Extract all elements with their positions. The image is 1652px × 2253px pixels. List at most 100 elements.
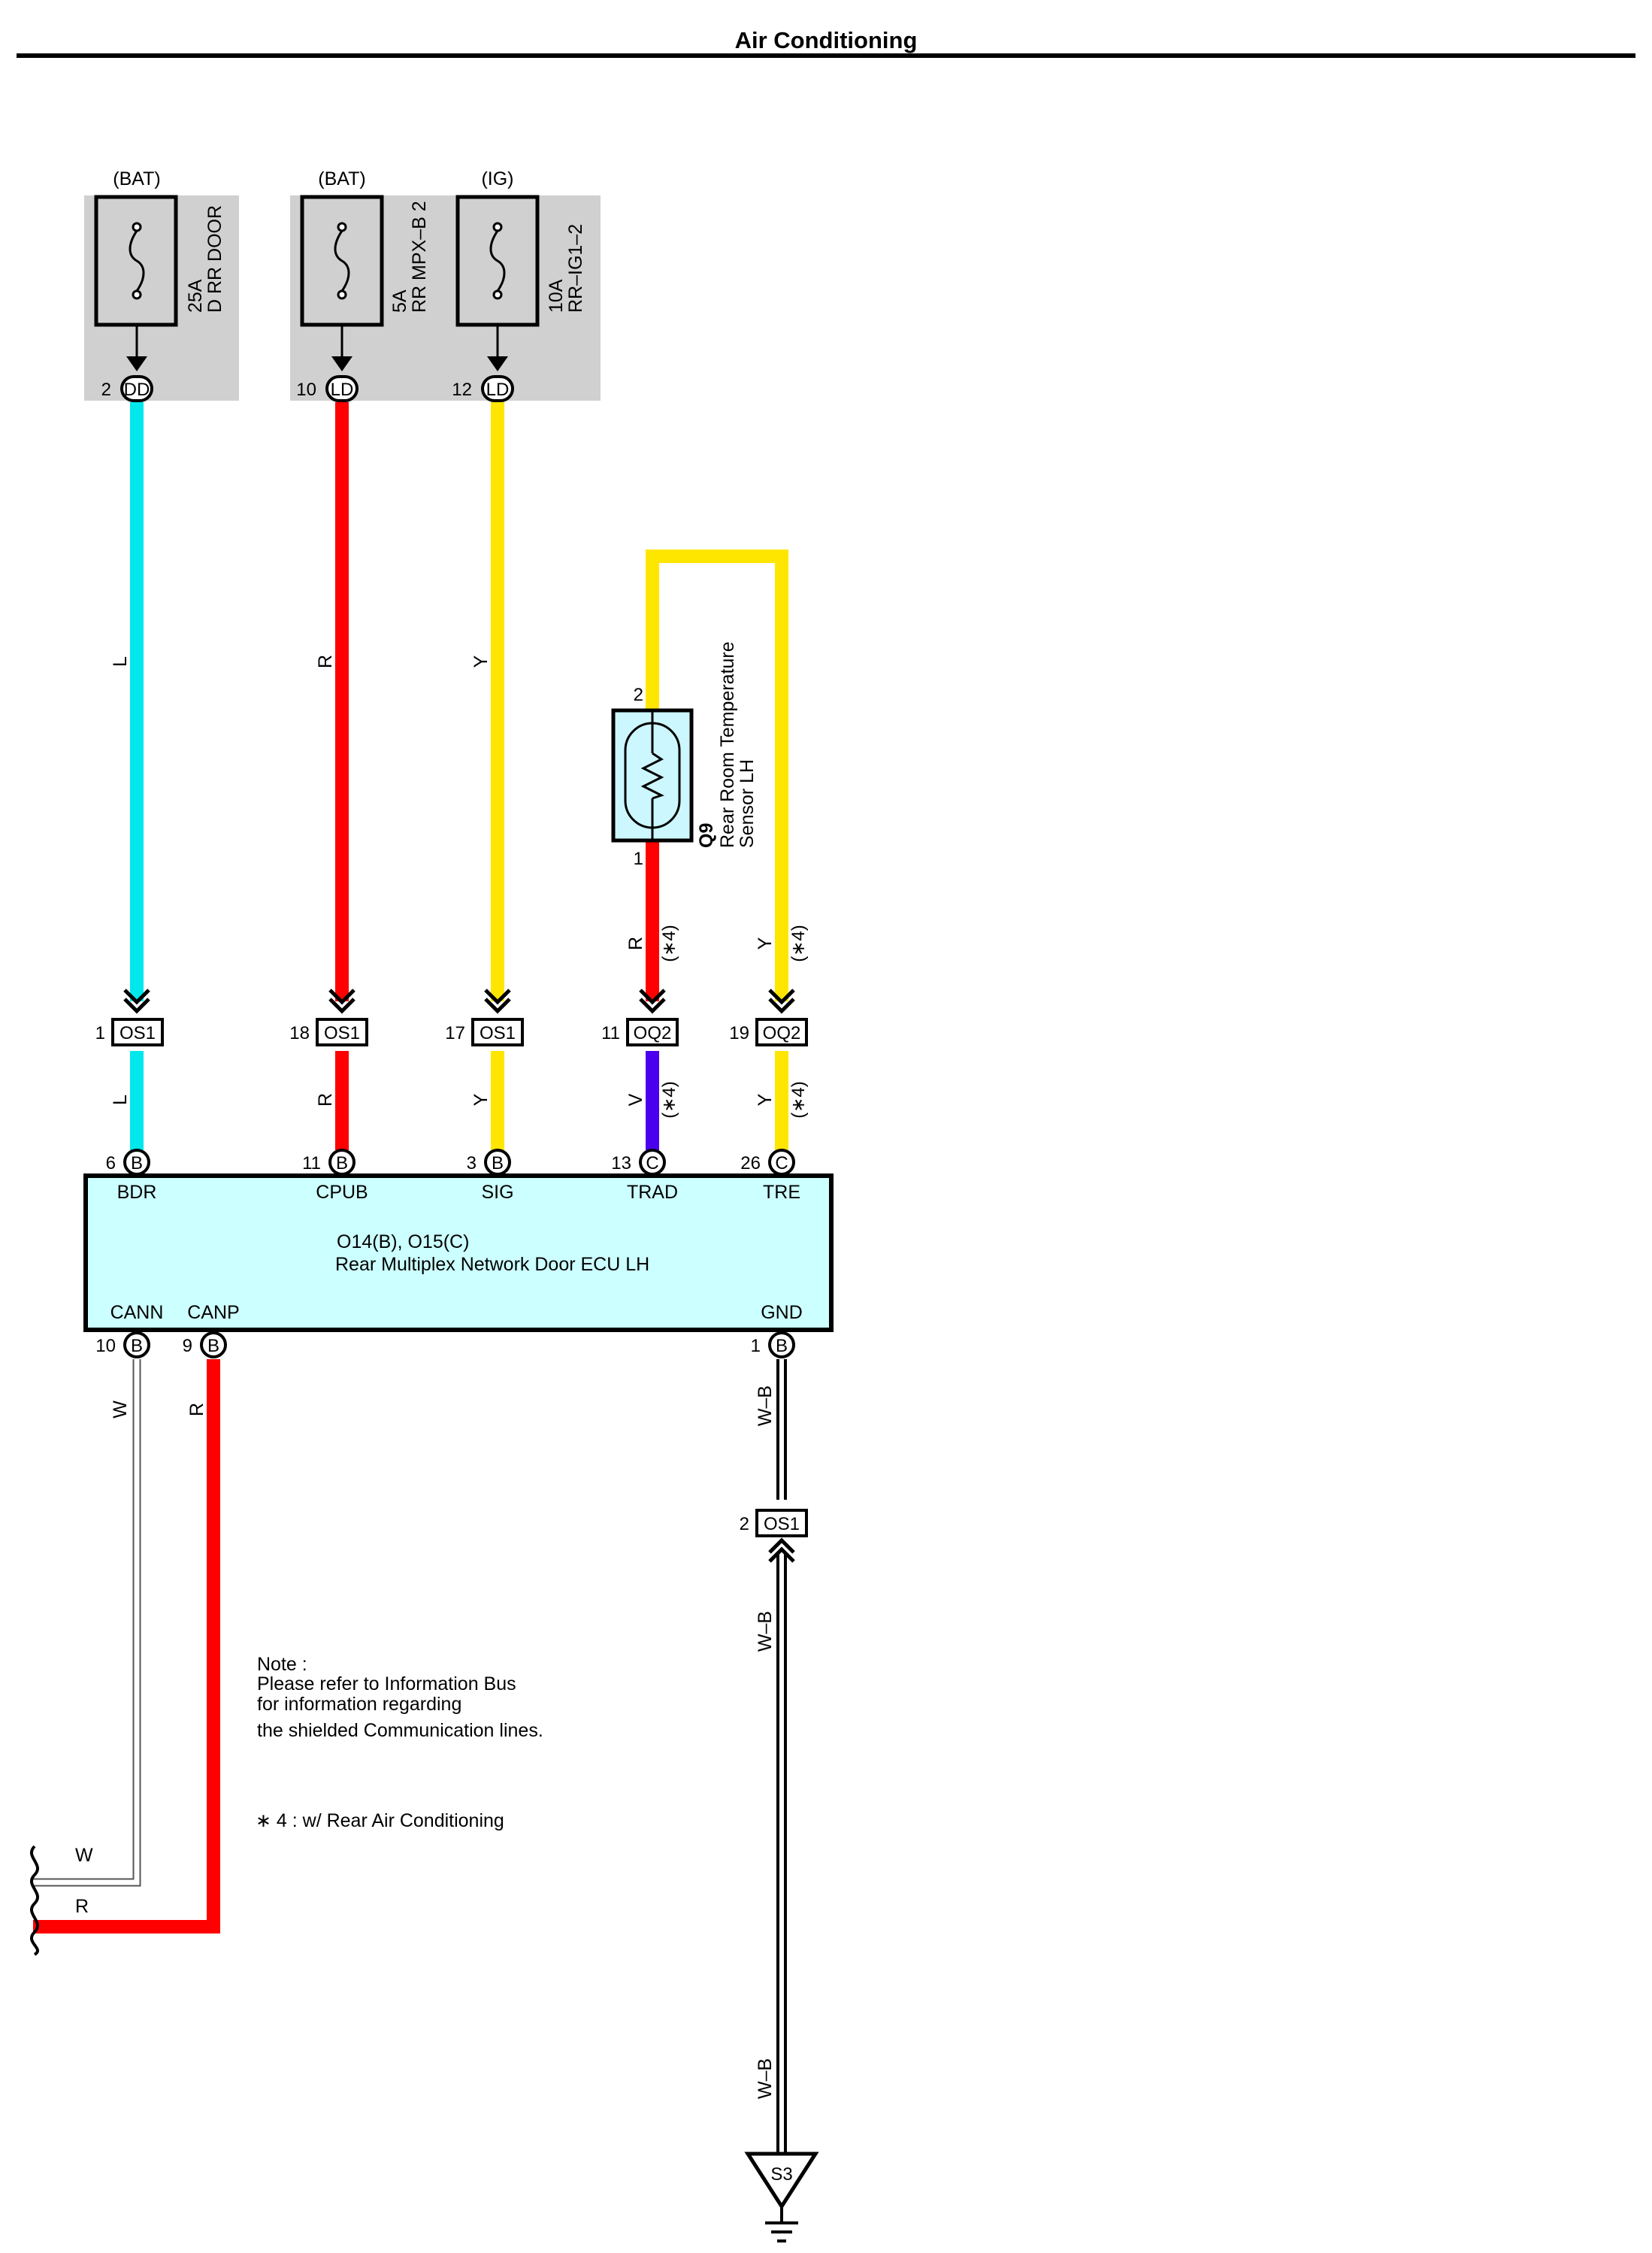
svg-text:SIG: SIG (481, 1182, 513, 1203)
fuse-connector-ld-10: LD 10 (296, 375, 359, 402)
bus-label-r: R (75, 1896, 89, 1917)
ecu-pin-tre: C 26 TRE (740, 1149, 800, 1203)
svg-text:B: B (131, 1336, 143, 1356)
sensor-q9: 2 1 Q9 Rear Room Temperature Sensor LH (611, 641, 758, 869)
wire-label-cann: W (110, 1401, 131, 1419)
chevron-down-icon (639, 989, 666, 1005)
svg-text:11: 11 (601, 1023, 620, 1043)
svg-text:TRE: TRE (763, 1182, 800, 1203)
wire-break-icon (30, 1845, 39, 1956)
wire-label-gnd-3: W–B (755, 2058, 776, 2099)
svg-text:1: 1 (95, 1023, 105, 1043)
svg-text:CANP: CANP (187, 1302, 239, 1323)
svg-text:C: C (775, 1153, 788, 1173)
svg-text:19: 19 (729, 1023, 749, 1043)
junction-oq2-19: OQ2 19 (729, 1018, 808, 1046)
svg-text:10: 10 (95, 1336, 116, 1356)
option-note-tre-lower: (∗4) (788, 1081, 809, 1118)
fuse-element (129, 230, 145, 292)
chevron-down-icon (484, 989, 511, 1005)
wire-label-gnd-1: W–B (755, 1385, 776, 1426)
svg-text:LD: LD (331, 380, 354, 400)
resistor-icon (640, 752, 664, 800)
fuse-name: RR–IG1–2 (565, 224, 586, 313)
sensor-id: Q9 (696, 823, 717, 848)
wire-label-gnd-2: W–B (755, 1611, 776, 1652)
svg-text:LD: LD (486, 380, 510, 400)
sensor-pin-bottom: 1 (634, 849, 643, 869)
svg-text:13: 13 (611, 1153, 631, 1173)
ground-s3: S3 (744, 2152, 819, 2242)
svg-text:9: 9 (183, 1336, 192, 1356)
ecu-name: Rear Multiplex Network Door ECU LH (335, 1254, 649, 1275)
ground-triangle (744, 2152, 819, 2210)
svg-text:17: 17 (445, 1023, 465, 1043)
wire-label-sig-upper: Y (470, 655, 492, 668)
svg-text:TRAD: TRAD (627, 1182, 678, 1203)
ecu-box (83, 1173, 834, 1332)
svg-text:18: 18 (289, 1023, 310, 1043)
note-line-2: for information regarding (257, 1694, 461, 1715)
svg-text:OQ2: OQ2 (763, 1023, 801, 1043)
bus-label-w: W (75, 1845, 93, 1866)
junction-os1-2: OS1 2 (740, 1509, 808, 1563)
svg-text:OS1: OS1 (120, 1023, 156, 1043)
wire-cann (33, 1359, 140, 1885)
chevron-down-icon (328, 998, 356, 1014)
wire-cann-outline (33, 1359, 141, 1887)
svg-text:C: C (646, 1153, 658, 1173)
ecu-pin-cpub: B 11 CPUB (302, 1149, 368, 1203)
svg-text:B: B (131, 1153, 143, 1173)
option-note-tre-upper: (∗4) (788, 925, 809, 961)
fuse-element (489, 230, 506, 292)
junction-oq2-11: OQ2 11 (601, 1018, 679, 1046)
junction-os1-18: OS1 18 (289, 1018, 368, 1046)
fuse-rating: 10A (546, 279, 567, 313)
chevron-down-icon (328, 989, 356, 1005)
note-line-3: the shielded Communication lines. (257, 1720, 543, 1741)
header-rule (17, 53, 1635, 58)
svg-text:OS1: OS1 (764, 1514, 800, 1534)
wire-label-cpub-lower: R (315, 1093, 336, 1107)
chevron-down-icon (484, 998, 511, 1014)
option-note-trad-lower: (∗4) (659, 1081, 679, 1118)
chevron-up-icon (768, 1537, 795, 1554)
fuse-name: RR MPX–B 2 (409, 201, 430, 313)
chevron-down-icon (768, 989, 795, 1005)
ecu-pin-canp: CANP B 9 (183, 1302, 240, 1358)
svg-text:12: 12 (452, 380, 472, 400)
svg-text:2: 2 (101, 380, 111, 400)
ecu-pin-bdr: B 6 BDR (106, 1149, 157, 1203)
svg-text:DD: DD (124, 380, 150, 400)
svg-text:1: 1 (751, 1336, 761, 1356)
svg-text:B: B (336, 1153, 348, 1173)
ecu-pin-cann: CANN B 10 (95, 1302, 164, 1358)
wire-label-sig-lower: Y (470, 1093, 492, 1106)
wire-label-bdr-lower: L (110, 1095, 131, 1105)
fuse-panel-left (84, 195, 239, 401)
arrow-icon (126, 356, 147, 371)
fuse-source: (IG) (481, 168, 513, 189)
fuse-element (334, 230, 350, 292)
svg-text:CANN: CANN (110, 1302, 164, 1323)
svg-text:11: 11 (302, 1153, 321, 1173)
junction-os1-1: OS1 1 (95, 1018, 164, 1046)
sensor-name-1: Rear Room Temperature (717, 641, 738, 848)
fuse-connector-ld-12: LD 12 (452, 375, 514, 402)
svg-text:B: B (207, 1336, 219, 1356)
wire-label-trad-lower: V (625, 1093, 646, 1106)
fuse-connector-dd-2: DD 2 (101, 375, 153, 402)
note-title: Note : (257, 1654, 307, 1675)
ecu-title: O14(B), O15(C) (337, 1231, 469, 1252)
svg-text:10: 10 (296, 380, 316, 400)
ground-label: S3 (770, 2164, 792, 2185)
wire-label-tre-lower: Y (755, 1093, 776, 1106)
page-title: Air Conditioning (735, 27, 918, 53)
svg-text:2: 2 (740, 1514, 749, 1534)
svg-text:BDR: BDR (117, 1182, 157, 1203)
chevron-down-icon (123, 998, 150, 1014)
junction-os1-17: OS1 17 (445, 1018, 524, 1046)
fuse-name: D RR DOOR (204, 205, 225, 313)
ecu-pin-trad: C 13 TRAD (611, 1149, 678, 1203)
